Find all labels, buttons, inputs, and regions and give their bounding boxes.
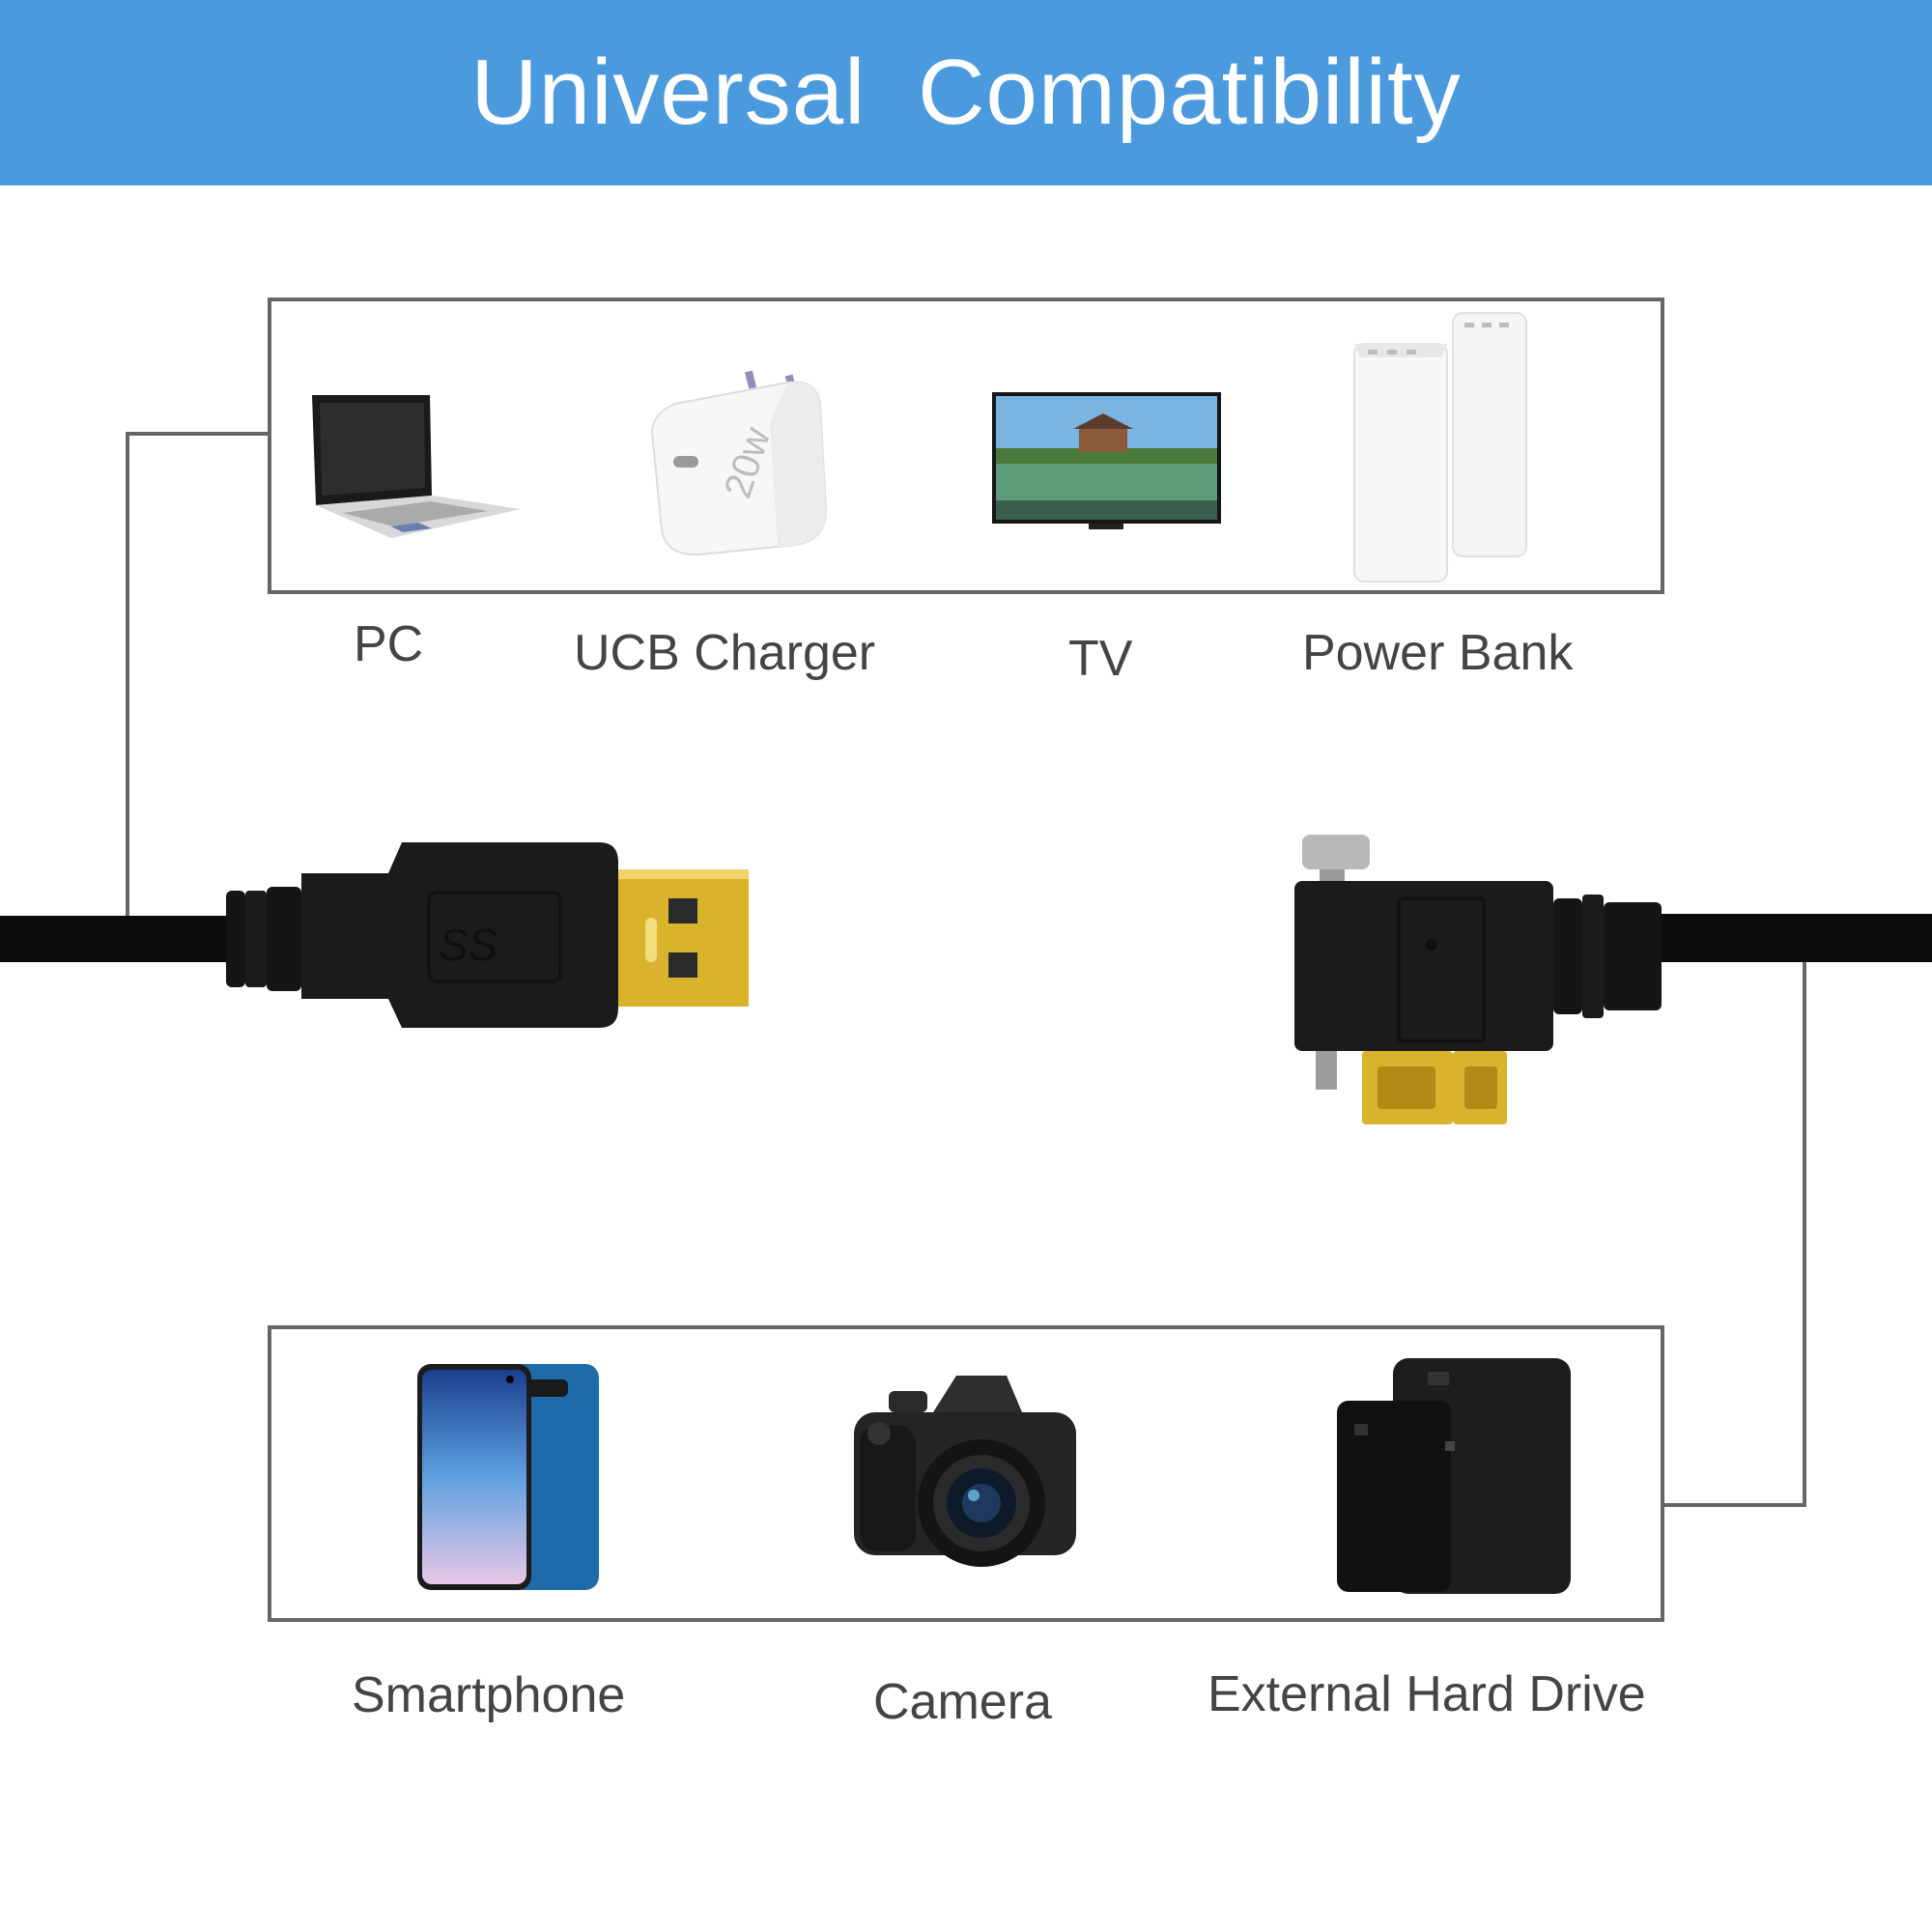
micro-b-connector xyxy=(1294,835,1932,1124)
connector-line-right-horizontal xyxy=(1664,1503,1806,1507)
ss-logo-text: SS xyxy=(439,920,498,970)
device-label-camera: Camera xyxy=(873,1674,1052,1730)
connector-line-right-vertical xyxy=(1803,961,1806,1507)
tv-icon xyxy=(992,392,1221,529)
connector-line-left-horizontal xyxy=(126,432,268,436)
device-label-smartphone: Smartphone xyxy=(352,1667,626,1723)
title-banner xyxy=(0,0,1932,185)
device-label-tv: TV xyxy=(1068,631,1133,687)
page-title: Universal Compatibility xyxy=(470,41,1462,144)
laptop-icon xyxy=(312,395,521,538)
smartphone-icon xyxy=(417,1364,599,1590)
usb-a-connector: SS xyxy=(0,842,749,1028)
device-label-pc: PC xyxy=(354,616,424,672)
device-label-power-bank: Power Bank xyxy=(1302,625,1574,681)
connector-line-left-vertical xyxy=(126,432,129,920)
device-label-charger: UCB Charger xyxy=(574,625,876,681)
power-bank-icon xyxy=(1353,312,1527,582)
device-label-hard-drive: External Hard Drive xyxy=(1208,1666,1646,1722)
charger-icon: 20w xyxy=(650,370,828,556)
camera-icon xyxy=(854,1376,1076,1567)
hard-drive-icon xyxy=(1337,1358,1571,1594)
